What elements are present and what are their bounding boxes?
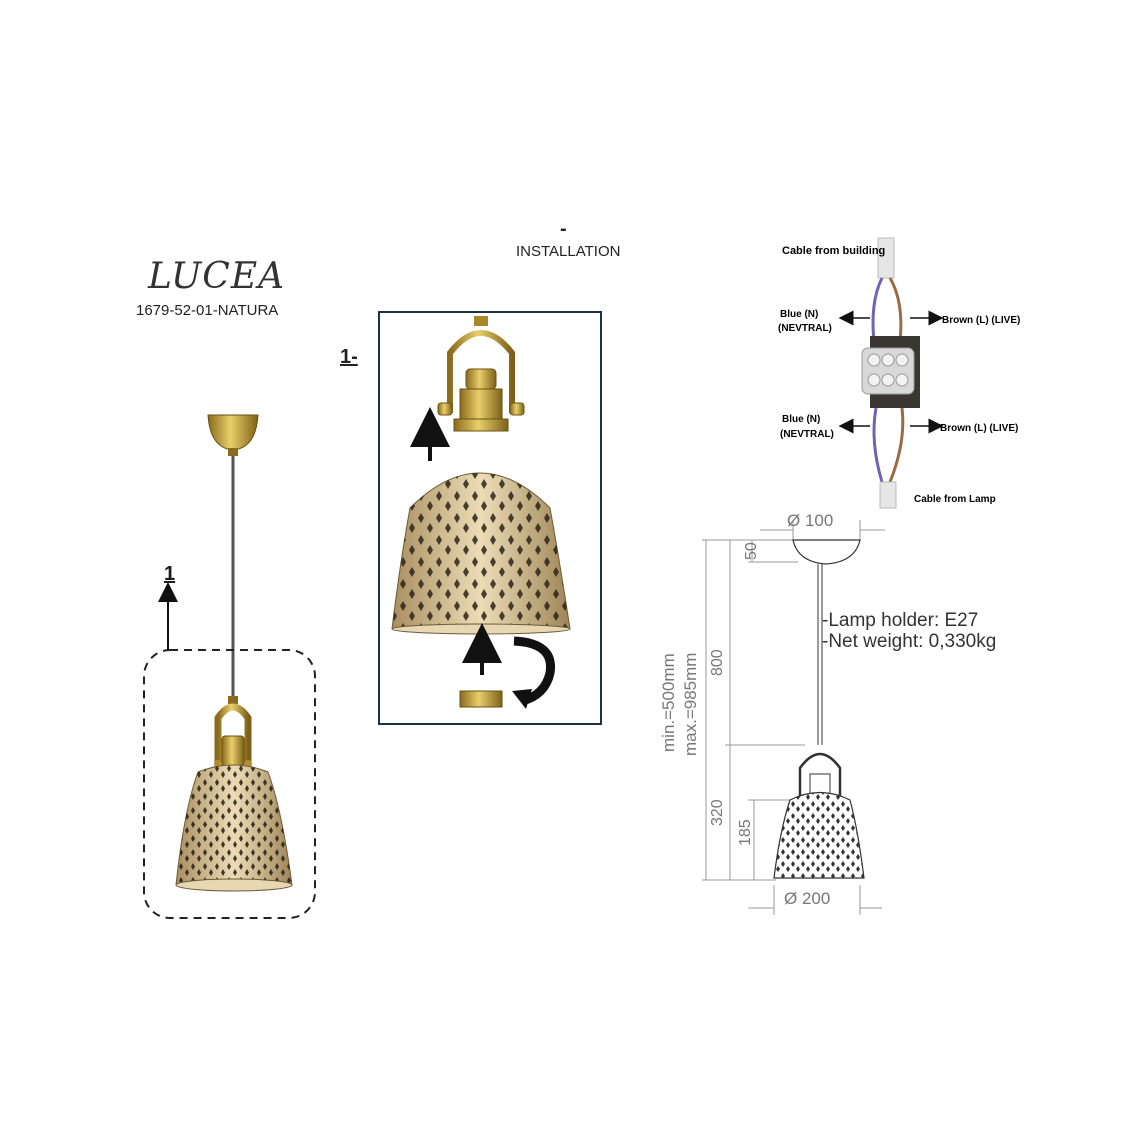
label-brown-bottom: Brown (L) (LIVE) xyxy=(940,423,1018,434)
canopy-shape xyxy=(207,414,259,451)
step-socket-cap xyxy=(465,368,497,390)
installation-step-frame xyxy=(378,311,602,725)
dim-max-length: max.=985mm xyxy=(681,653,700,756)
step-yoke-top xyxy=(474,316,488,326)
spec-lamp-holder: -Lamp holder: E27 xyxy=(822,610,979,631)
label-blue-top-1: Blue (N) xyxy=(780,309,818,320)
pendant-illustration xyxy=(143,414,316,919)
dim-shade-diameter: Ø 200 xyxy=(784,889,830,908)
blue-wire-top xyxy=(871,277,884,343)
step-socket-thread xyxy=(453,418,509,432)
label-brown-top: Brown (L) (LIVE) xyxy=(942,315,1020,326)
shade-rim xyxy=(175,878,293,892)
dim-cable-length: 800 xyxy=(709,649,726,676)
label-blue-bottom-1: Blue (N) xyxy=(782,414,820,425)
step-fixing-ring xyxy=(459,690,503,708)
spec-net-weight: -Net weight: 0,330kg xyxy=(822,631,997,652)
step-left-screw xyxy=(437,402,453,416)
step-yoke-arm xyxy=(447,330,515,413)
shade-perforations xyxy=(176,765,292,885)
installation-title: INSTALLATION xyxy=(516,243,621,260)
brown-wire-bottom xyxy=(888,407,905,483)
dim-canopy-diameter: Ø 100 xyxy=(787,511,833,530)
label-blue-top-2: (NEVTRAL) xyxy=(778,323,832,334)
blue-wire-bottom xyxy=(872,407,884,483)
dim-min-length: min.=500mm xyxy=(659,653,678,752)
product-code: 1679-52-01-NATURA xyxy=(136,302,279,319)
step-shade-perforations xyxy=(392,473,570,629)
dim-lamp-height: 320 xyxy=(709,799,726,826)
specs-block: -Lamp holder: E27 -Net weight: 0,330kg xyxy=(822,610,996,652)
step-rotate-arrowhead xyxy=(512,689,532,709)
dimension-drawing: Ø 100 50 800 320 185 Ø 200 min.=500mm ma… xyxy=(659,511,885,915)
dim-canopy-height: 50 xyxy=(743,542,760,560)
dim-shade-pattern xyxy=(774,792,864,878)
step-shade-rim xyxy=(391,623,571,635)
socket-body xyxy=(221,735,245,767)
yoke-top xyxy=(228,696,238,704)
yoke-arm xyxy=(214,703,252,770)
dim-shade-height: 185 xyxy=(737,819,754,846)
dim-canopy xyxy=(792,539,861,565)
brown-wire-top xyxy=(888,277,903,343)
lamp-cable-sheath xyxy=(879,481,897,509)
wiring-diagram: Cable from building Blue (N) (NEVTRAL) B… xyxy=(778,237,1020,509)
label-blue-bottom-2: (NEVTRAL) xyxy=(780,429,834,440)
dim-yoke xyxy=(798,752,842,798)
label-cable-building: Cable from building xyxy=(782,245,885,257)
label-cable-lamp: Cable from Lamp xyxy=(914,494,996,505)
step-one-label: 1- xyxy=(340,346,358,368)
building-cable-sheath xyxy=(877,237,895,279)
installation-dash: - xyxy=(560,218,567,240)
canopy-nipple xyxy=(228,448,238,456)
callout-label: 1 xyxy=(164,563,176,585)
step-rotate-arrow xyxy=(513,636,556,706)
step-socket-body xyxy=(459,388,503,420)
step-right-screw xyxy=(509,402,525,416)
brand-name: LUCEA xyxy=(148,256,286,297)
installation-step-illustration xyxy=(391,316,571,709)
callout-box xyxy=(143,649,316,919)
